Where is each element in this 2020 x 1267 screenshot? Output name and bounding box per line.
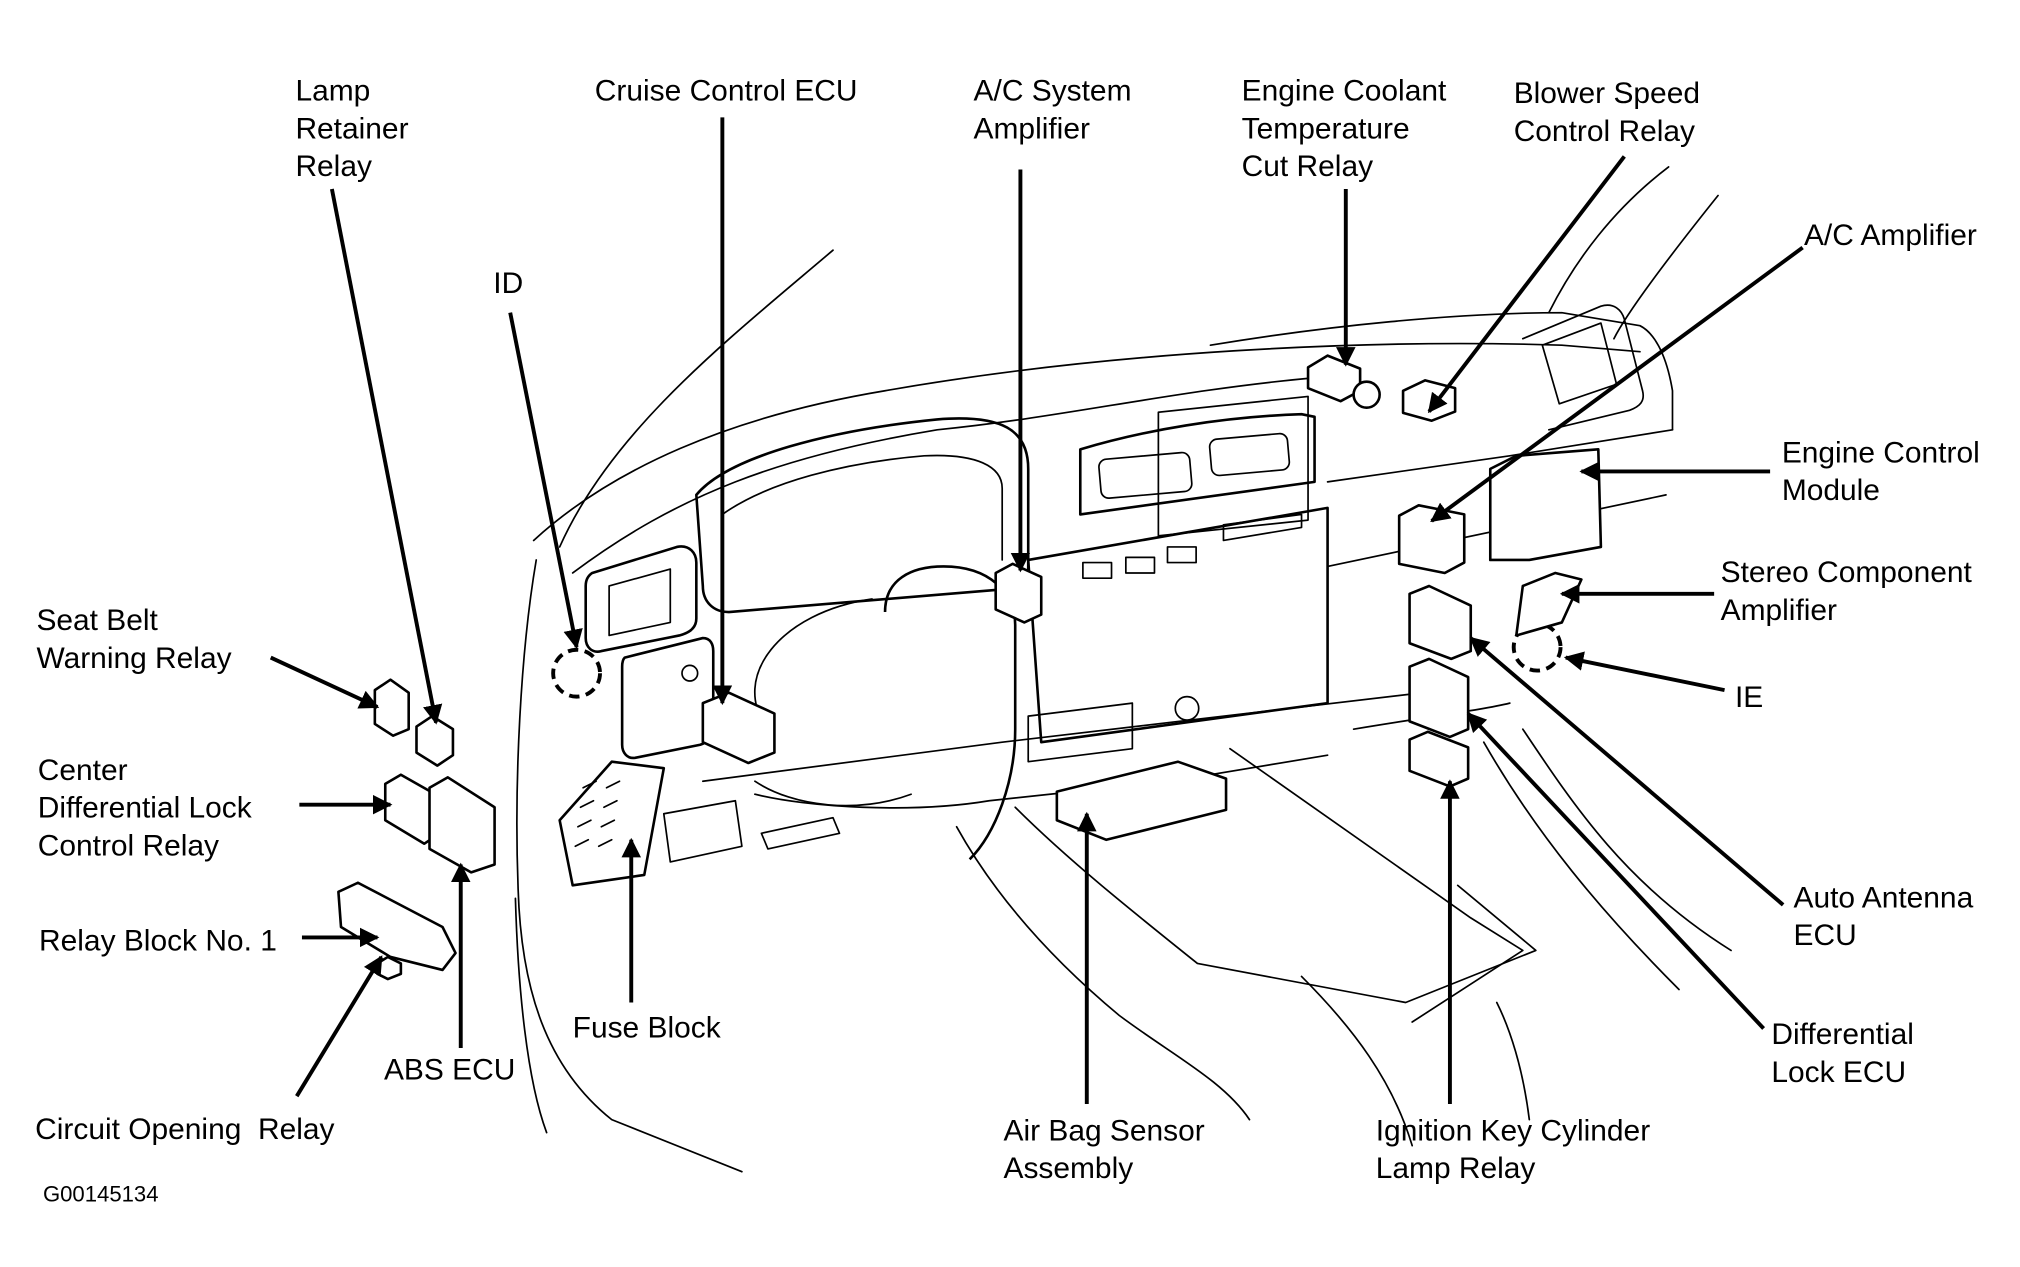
label-ac-system-amplifier: A/C System Amplifier: [974, 75, 1140, 146]
left-lower-curve: [514, 897, 548, 1134]
seat-belt-warning-relay-part: [373, 678, 410, 737]
radio-unit: [1157, 395, 1309, 537]
label-differential-lock-ecu: Differential Lock ECU: [1771, 1018, 1922, 1089]
leader-ac-amplifier: [1430, 246, 1804, 523]
console-side-left: [955, 825, 1251, 1121]
panel-knob: [681, 664, 699, 682]
ac-system-amplifier-part: [994, 562, 1043, 624]
ac-amplifier-part: [1397, 503, 1466, 575]
center-upper-vents: [1078, 412, 1316, 516]
coolant-relay-knob: [1352, 380, 1381, 409]
label-id: ID: [493, 267, 523, 300]
console-tray: [1229, 747, 1524, 1023]
dash-top-outline: [532, 342, 1641, 542]
label-blower-speed-relay: Blower Speed Control Relay: [1514, 77, 1709, 148]
dash-top-inner: [571, 376, 1316, 574]
leader-id: [508, 312, 583, 650]
left-vent-inner: [608, 568, 672, 637]
fuse-block-part: [558, 760, 666, 887]
engine-control-module-part: [1488, 448, 1603, 562]
control-buttons-1: [1082, 561, 1113, 580]
abs-ecu-part: [428, 776, 496, 874]
console-side-right: [1014, 806, 1537, 1004]
differential-lock-ecu-part: [1408, 657, 1470, 739]
stereo-component-amplifier-part: [1515, 571, 1583, 637]
lower-dash-line-2: [754, 754, 1329, 809]
center-vent-1: [1098, 451, 1193, 499]
center-knob: [1174, 695, 1200, 721]
relay-block-no-1-part: [337, 881, 457, 972]
label-relay-block-no-1: Relay Block No. 1: [39, 924, 277, 957]
leader-auto-antenna-ecu: [1469, 636, 1785, 907]
lamp-retainer-relay-part: [415, 714, 455, 767]
label-engine-control-module: Engine Control Module: [1782, 436, 1988, 507]
label-engine-coolant-relay: Engine Coolant Temperature Cut Relay: [1242, 75, 1455, 183]
cluster-inner: [721, 454, 1004, 561]
label-air-bag-sensor: Air Bag Sensor Assembly: [1003, 1114, 1213, 1185]
id-connector-location: [551, 647, 602, 699]
windshield-frame-right-1: [1547, 166, 1670, 314]
control-buttons-3: [1166, 546, 1197, 564]
label-fuse-block: Fuse Block: [573, 1012, 721, 1045]
left-vent: [584, 545, 698, 653]
upper-slot: [1222, 513, 1303, 542]
callout-labels: Lamp Retainer Relay Cruise Control ECU A…: [0, 0, 1988, 1207]
steering-wheel-lower: [754, 780, 912, 807]
label-lamp-retainer-relay: Lamp Retainer Relay: [295, 75, 416, 183]
right-door-line: [1482, 741, 1680, 991]
ignition-key-lamp-relay-part: [1408, 730, 1470, 788]
leader-lamp-retainer-relay: [329, 188, 443, 725]
components: [337, 354, 1603, 981]
label-ie: IE: [1735, 681, 1763, 714]
center-vent-2: [1208, 432, 1291, 477]
cruise-control-ecu-part: [701, 691, 776, 765]
leader-blower-speed-relay: [1427, 155, 1626, 414]
label-circuit-opening-relay: Circuit Opening Relay: [0, 0, 376, 1146]
label-center-diff-lock-relay: Center Differential Lock Control Relay: [38, 754, 260, 862]
label-seat-belt-warning-relay: Seat Belt Warning Relay: [36, 604, 231, 675]
label-cruise-control-ecu: Cruise Control ECU: [595, 75, 858, 108]
label-stereo-component-amplifier: Stereo Component Amplifier: [1721, 556, 1981, 627]
lower-left-slot: [760, 816, 841, 850]
center-stack-body: [1026, 506, 1329, 744]
right-dash-line-upper: [1326, 428, 1674, 483]
lower-dash-line: [701, 689, 1446, 783]
label-ac-amplifier: A/C Amplifier: [1804, 219, 1977, 252]
control-buttons-2: [1124, 556, 1156, 574]
windshield-frame-right-2: [1613, 194, 1719, 340]
figure-code: G00145134: [43, 1182, 159, 1207]
label-ignition-key-lamp-relay: Ignition Key Cylinder Lamp Relay: [1376, 1114, 1659, 1185]
ashtray: [1027, 702, 1134, 763]
label-abs-ecu: ABS ECU: [384, 1053, 515, 1086]
auto-antenna-ecu-part: [1408, 584, 1473, 661]
left-kick-panel: [516, 559, 743, 1173]
leader-ie: [1563, 651, 1725, 693]
dashboard-illustration: [514, 166, 1732, 1173]
air-bag-sensor-part: [1055, 760, 1228, 842]
engine-coolant-temp-cut-relay-part: [1306, 354, 1362, 403]
right-door-line-2: [1521, 728, 1732, 952]
floor-curve-1: [1300, 975, 1414, 1147]
right-end-panel: [1521, 304, 1645, 431]
fuse-slots: [574, 780, 621, 848]
floor-curve-2: [1495, 1001, 1531, 1121]
leader-circuit-opening-relay: [295, 955, 384, 1098]
leader-lines: [269, 117, 1804, 1105]
label-auto-antenna-ecu: Auto Antenna ECU: [1794, 881, 1982, 952]
instrument-cluster-hood: [695, 417, 1030, 614]
steering-wheel-edge: [754, 598, 873, 731]
lower-left-panel: [662, 799, 743, 863]
leader-seat-belt-warning-relay: [269, 655, 380, 709]
left-switch-panel: [620, 636, 715, 760]
leader-differential-lock-ecu: [1466, 712, 1766, 1030]
